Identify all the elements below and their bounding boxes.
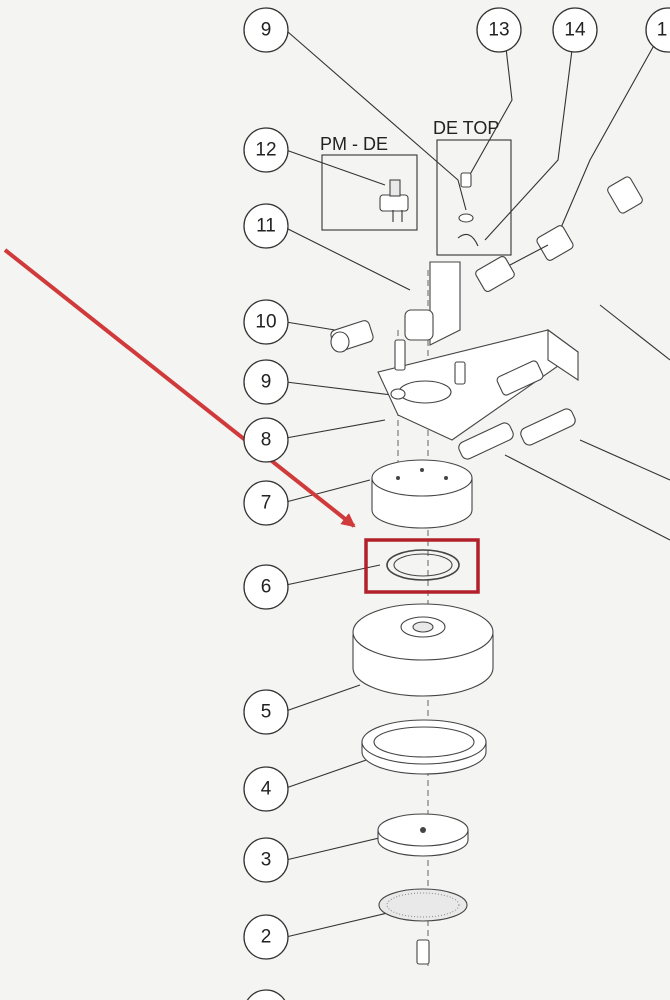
callout-10: 10 bbox=[243, 299, 289, 345]
callout-11-label: 11 bbox=[256, 216, 276, 237]
callout-5-label: 5 bbox=[261, 702, 272, 723]
part-3-disc bbox=[377, 813, 469, 857]
bracket-assembly bbox=[330, 261, 579, 441]
highlight-box bbox=[364, 538, 480, 594]
callout-12-label: 12 bbox=[255, 140, 276, 161]
callout-11: 11 bbox=[243, 203, 289, 249]
callout-6: 6 bbox=[243, 564, 289, 610]
callout-13: 13 bbox=[476, 7, 522, 53]
callout-14: 14 bbox=[552, 7, 598, 53]
callout-3-label: 3 bbox=[261, 850, 272, 871]
part-2-screen bbox=[378, 888, 468, 965]
callout-2: 2 bbox=[243, 914, 289, 960]
callout-bottom-partial bbox=[246, 989, 286, 1000]
callout-4-label: 4 bbox=[261, 779, 272, 800]
callout-9-top: 9 bbox=[243, 7, 289, 53]
callout-10-label: 10 bbox=[255, 312, 276, 333]
callout-1-partial: 1 bbox=[645, 7, 670, 53]
de-top-box: DE TOP bbox=[433, 118, 512, 256]
callout-4: 4 bbox=[243, 766, 289, 812]
callout-3: 3 bbox=[243, 837, 289, 883]
callout-8-label: 8 bbox=[261, 430, 272, 451]
fitting-parts bbox=[475, 176, 643, 292]
red-pointer-arrow bbox=[3, 248, 356, 528]
pm-de-box: PM - DE bbox=[320, 134, 418, 231]
callout-1-partial-label: 1 bbox=[657, 20, 668, 41]
callout-9-mid-label: 9 bbox=[261, 372, 272, 393]
callout-9-top-label: 9 bbox=[261, 20, 272, 41]
pm-de-label: PM - DE bbox=[320, 134, 388, 154]
callout-5: 5 bbox=[243, 689, 289, 735]
part-6-gasket bbox=[386, 549, 460, 581]
callout-7-label: 7 bbox=[261, 493, 272, 514]
callout-12: 12 bbox=[243, 127, 289, 173]
de-top-label: DE TOP bbox=[433, 118, 499, 138]
callout-2-label: 2 bbox=[261, 927, 272, 948]
part-4-ring bbox=[361, 719, 487, 775]
callout-7: 7 bbox=[243, 480, 289, 526]
leader-lines bbox=[285, 31, 670, 938]
callout-14-label: 14 bbox=[564, 20, 586, 41]
callout-8: 8 bbox=[243, 417, 289, 463]
callout-6-label: 6 bbox=[261, 577, 272, 598]
callout-13-label: 13 bbox=[488, 20, 509, 41]
part-7-block bbox=[371, 459, 473, 529]
callout-9-mid: 9 bbox=[243, 359, 289, 405]
part-5-group-head bbox=[352, 603, 494, 697]
side-pins bbox=[458, 408, 576, 460]
